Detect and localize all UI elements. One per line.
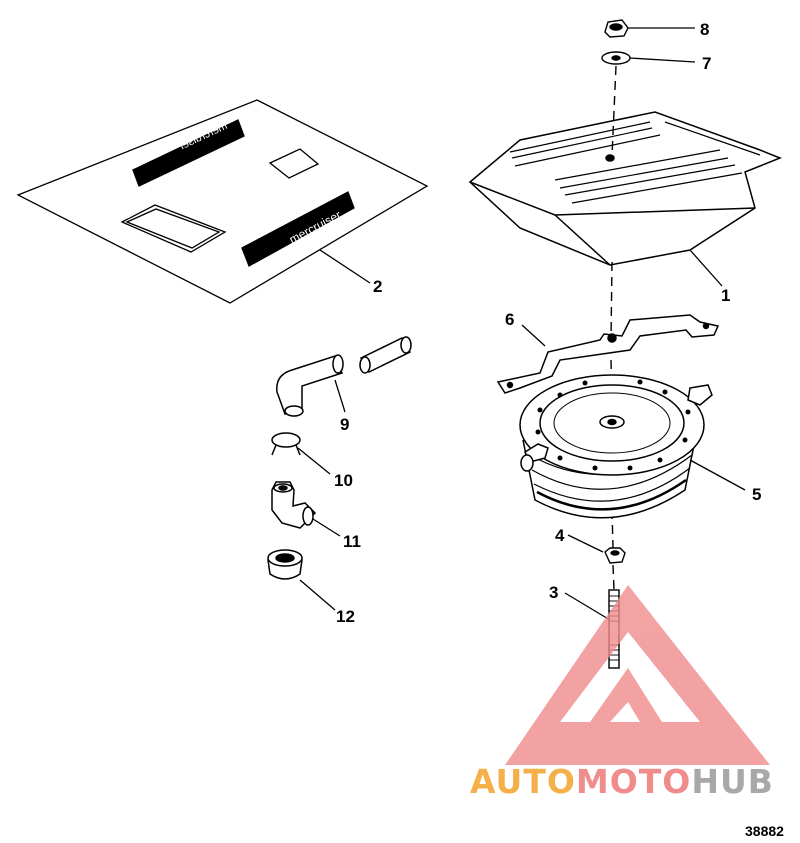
callout-1: 1 (721, 286, 730, 305)
callout-2: 2 (373, 277, 382, 296)
callout-leader-lines (297, 27, 746, 621)
watermark-text: AUTOMOTOHUB (470, 762, 774, 801)
flame-arrestor-part-5 (519, 374, 713, 519)
hose-part-9 (276, 336, 412, 417)
callout-12: 12 (336, 607, 355, 626)
watermark-text-auto: AUTO (470, 762, 576, 801)
nut-part-8 (604, 19, 629, 38)
grommet-part-12 (267, 549, 303, 580)
watermark-text-hub: HUB (691, 762, 774, 801)
callout-7: 7 (702, 54, 711, 73)
callout-8: 8 (700, 20, 709, 39)
clamp-part-10 (271, 432, 301, 456)
callout-10: 10 (334, 471, 353, 490)
flame-arrestor-cover-part-1 (468, 111, 783, 266)
callout-9: 9 (340, 415, 349, 434)
watermark-text-moto: MOTO (576, 762, 691, 801)
callout-6: 6 (505, 310, 514, 329)
drawing-reference-number: 38882 (745, 823, 784, 839)
callout-11: 11 (343, 532, 361, 551)
watermark-logo-triangle (505, 585, 770, 765)
callout-4: 4 (555, 526, 565, 545)
callout-5: 5 (752, 485, 761, 504)
callout-3: 3 (549, 583, 558, 602)
elbow-fitting-part-11 (271, 481, 317, 529)
decal-sheet-part-2: mercruiser mercruiser (16, 99, 429, 304)
callout-numbers: 1 2 3 4 5 6 7 8 9 10 11 12 (334, 20, 761, 626)
bracket-part-6 (496, 314, 720, 394)
automotohub-watermark: AUTOMOTOHUB (470, 585, 774, 801)
washer-part-7 (601, 51, 631, 65)
nut-part-4 (604, 547, 626, 564)
